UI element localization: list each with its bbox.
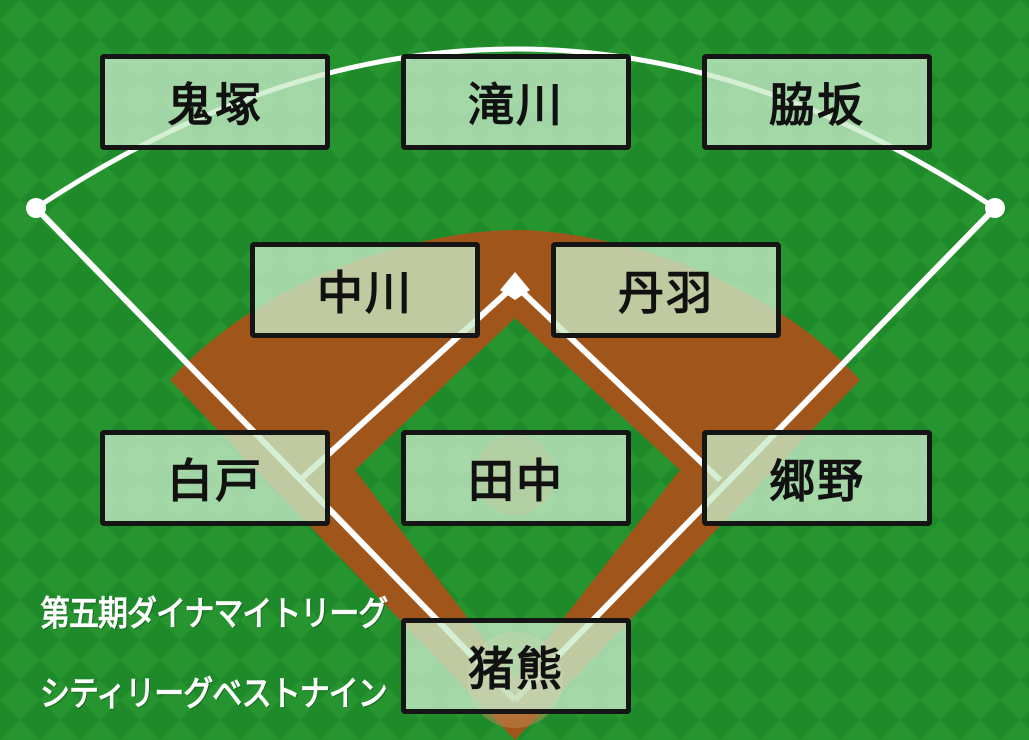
left-foul-pole bbox=[26, 198, 46, 218]
right-foul-pole bbox=[985, 198, 1005, 218]
center-field-player: 滝川 bbox=[401, 54, 631, 150]
pitcher-player: 田中 bbox=[401, 430, 631, 526]
caption-line-2: シティリーグベストナイン bbox=[40, 674, 388, 715]
catcher-player: 猪熊 bbox=[401, 618, 631, 714]
second-base bbox=[500, 272, 530, 300]
shortstop-player: 中川 bbox=[250, 242, 480, 338]
base-path-right bbox=[512, 282, 723, 483]
second-base-player: 丹羽 bbox=[551, 242, 781, 338]
first-base-player: 郷野 bbox=[702, 430, 932, 526]
third-base-player: 白戸 bbox=[100, 430, 330, 526]
left-field-player: 鬼塚 bbox=[100, 54, 330, 150]
caption-line-1: 第五期ダイナマイトリーグ bbox=[40, 594, 388, 635]
right-field-player: 脇坂 bbox=[702, 54, 932, 150]
